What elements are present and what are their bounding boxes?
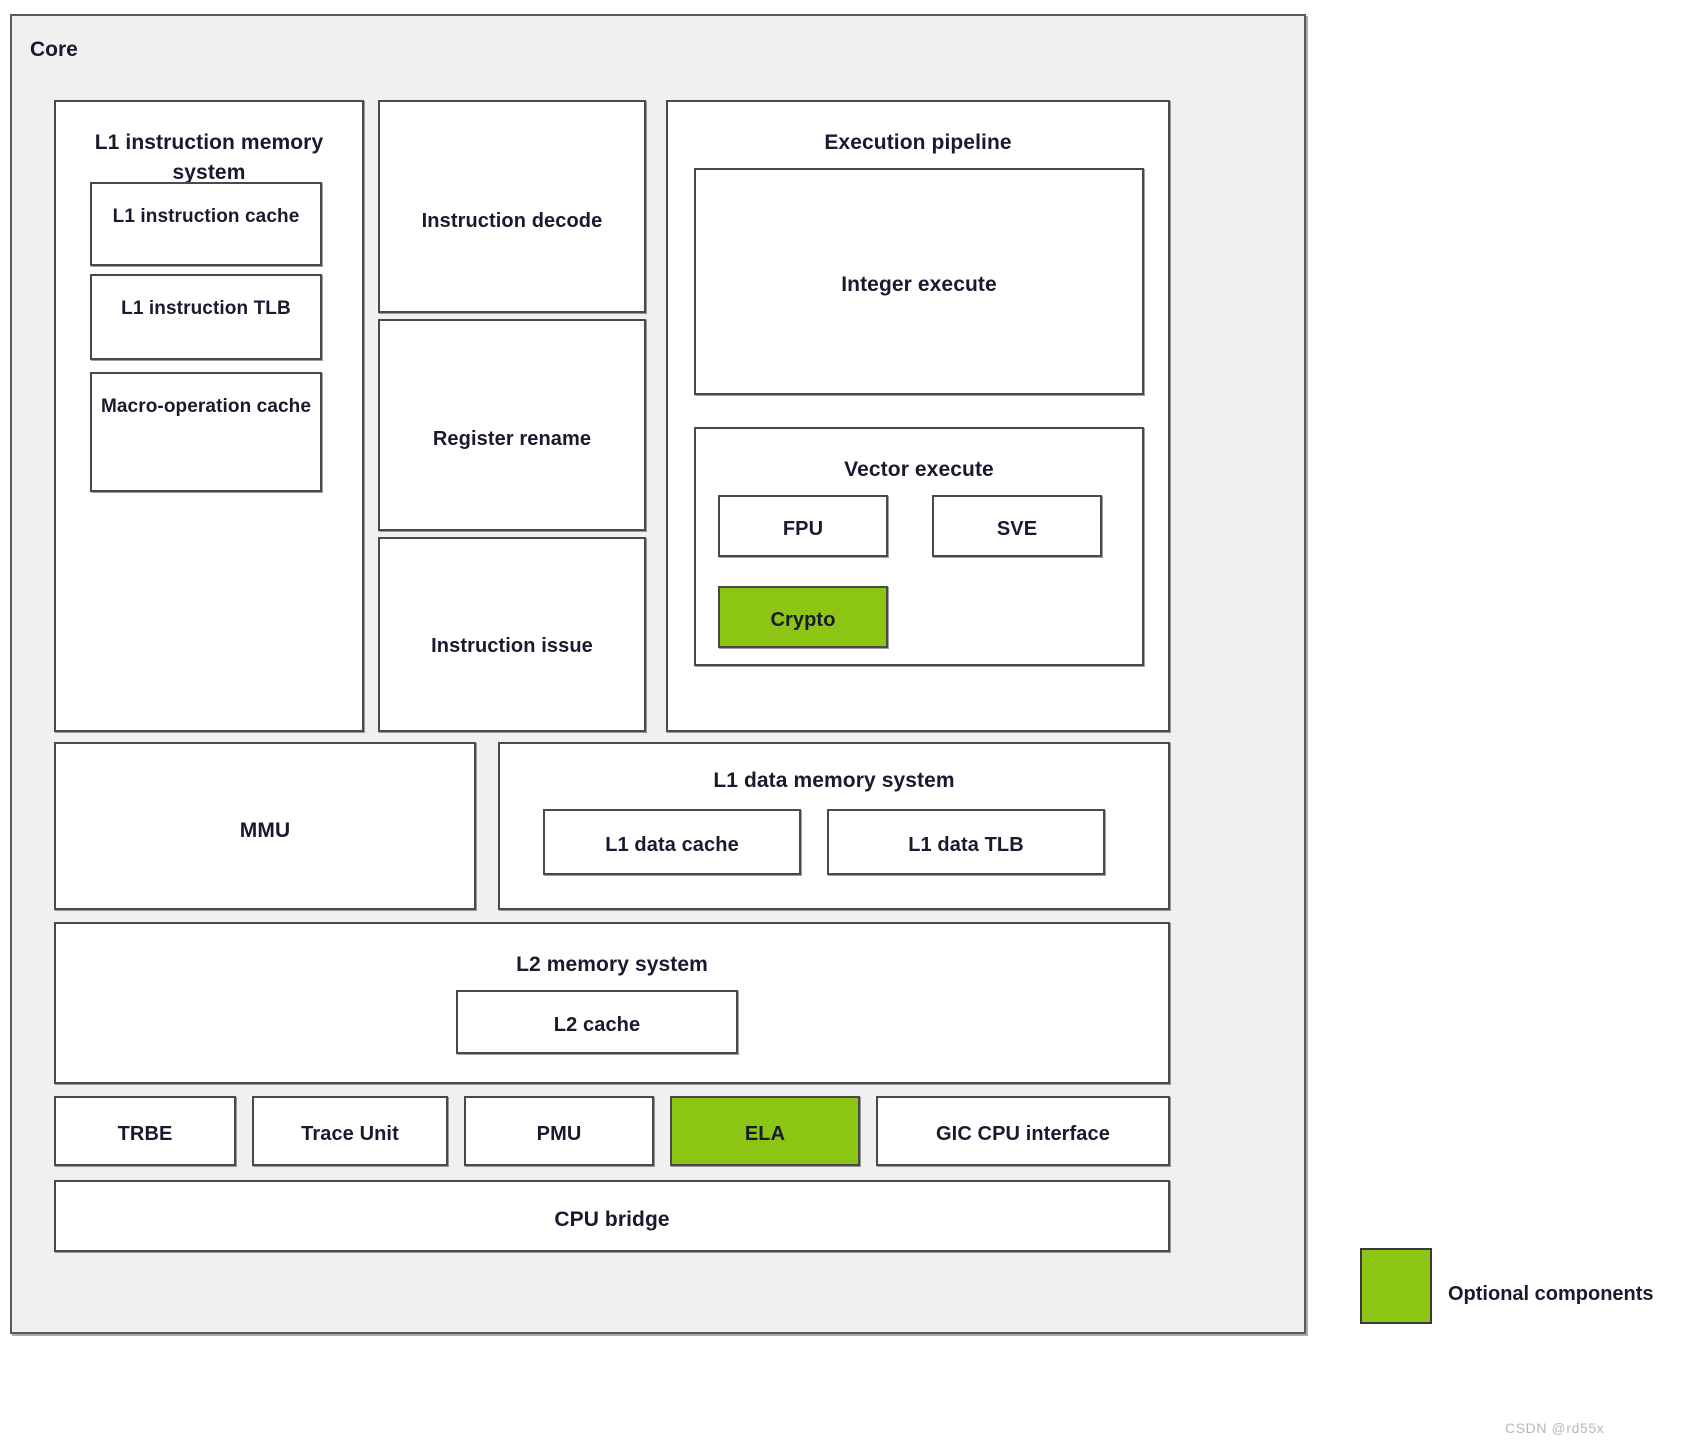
l1-data-cache-label: L1 data cache bbox=[605, 834, 739, 856]
instruction-decode-block: Instruction decode bbox=[378, 100, 646, 313]
vector-execute-label: Vector execute bbox=[844, 458, 994, 481]
gic-cpu-interface-label: GIC CPU interface bbox=[936, 1123, 1110, 1145]
l1-instruction-cache-block: L1 instruction cache bbox=[90, 182, 322, 266]
l1-data-memory-system-label: L1 data memory system bbox=[713, 769, 955, 792]
l2-cache-label: L2 cache bbox=[553, 1014, 641, 1036]
integer-execute-block: Integer execute bbox=[694, 168, 1144, 395]
trace-unit-block: Trace Unit bbox=[252, 1096, 448, 1166]
instruction-issue-block: Instruction issue bbox=[378, 537, 646, 732]
integer-execute-label: Integer execute bbox=[841, 273, 997, 296]
pmu-label: PMU bbox=[536, 1123, 582, 1145]
register-rename-label: Register rename bbox=[432, 428, 592, 450]
trace-unit-label: Trace Unit bbox=[301, 1123, 399, 1145]
fpu-block: FPU bbox=[718, 495, 888, 557]
l1-instruction-tlb-block: L1 instruction TLB bbox=[90, 274, 322, 360]
l2-cache-block: L2 cache bbox=[456, 990, 738, 1054]
csdn-watermark: CSDN @rd55x bbox=[1505, 1420, 1605, 1436]
cpu-bridge-label: CPU bridge bbox=[554, 1208, 670, 1231]
l1-data-cache-block: L1 data cache bbox=[543, 809, 801, 875]
legend-optional-label: Optional components bbox=[1448, 1283, 1654, 1305]
l2-memory-system-label: L2 memory system bbox=[516, 953, 708, 976]
instruction-issue-label: Instruction issue bbox=[431, 635, 593, 657]
crypto-block: Crypto bbox=[718, 586, 888, 648]
core-title: Core bbox=[30, 38, 78, 61]
l1-data-tlb-block: L1 data TLB bbox=[827, 809, 1105, 875]
sve-label: SVE bbox=[996, 518, 1038, 540]
l1-instruction-tlb-label: L1 instruction TLB bbox=[121, 298, 291, 319]
execution-pipeline-label: Execution pipeline bbox=[824, 131, 1012, 154]
trbe-block: TRBE bbox=[54, 1096, 236, 1166]
fpu-label: FPU bbox=[782, 518, 824, 540]
gic-cpu-interface-block: GIC CPU interface bbox=[876, 1096, 1170, 1166]
l1-instruction-memory-system-label: L1 instruction memory system bbox=[94, 131, 324, 184]
macro-operation-cache-label: Macro-operation cache bbox=[100, 396, 312, 417]
mmu-block: MMU bbox=[54, 742, 476, 910]
legend-optional-swatch bbox=[1360, 1248, 1432, 1324]
l1-instruction-cache-label: L1 instruction cache bbox=[112, 206, 300, 227]
cpu-bridge-block: CPU bridge bbox=[54, 1180, 1170, 1252]
macro-operation-cache-block: Macro-operation cache bbox=[90, 372, 322, 492]
instruction-decode-label: Instruction decode bbox=[421, 210, 603, 232]
ela-label: ELA bbox=[744, 1123, 786, 1145]
mmu-label: MMU bbox=[239, 819, 291, 842]
register-rename-block: Register rename bbox=[378, 319, 646, 531]
core-container: Core L1 instruction memory system L1 ins… bbox=[10, 14, 1306, 1334]
sve-block: SVE bbox=[932, 495, 1102, 557]
pmu-block: PMU bbox=[464, 1096, 654, 1166]
crypto-label: Crypto bbox=[770, 609, 836, 631]
trbe-label: TRBE bbox=[117, 1123, 173, 1145]
l1-data-tlb-label: L1 data TLB bbox=[908, 834, 1024, 856]
ela-block: ELA bbox=[670, 1096, 860, 1166]
